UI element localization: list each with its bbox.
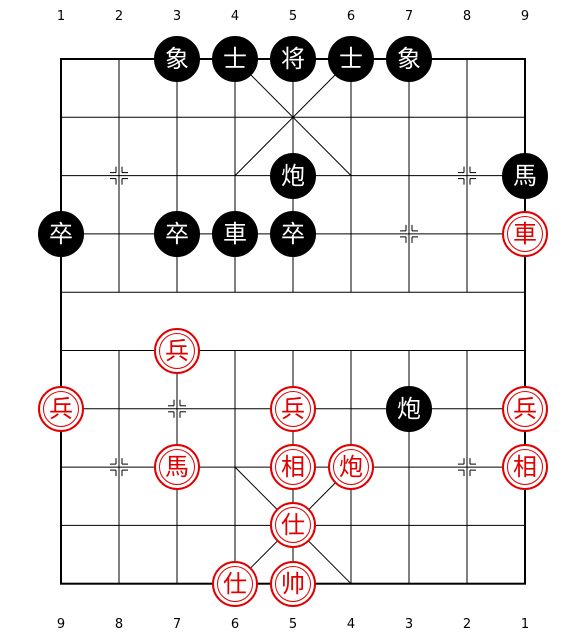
black-piece[interactable]: 象 — [154, 36, 200, 82]
piece-char: 将 — [281, 45, 305, 73]
piece-char: 卒 — [49, 219, 73, 248]
top-file-label-7: 7 — [404, 9, 414, 24]
piece-char: 士 — [339, 45, 363, 73]
piece-char: 相 — [281, 453, 305, 482]
top-file-label-9: 9 — [520, 9, 530, 24]
black-piece[interactable]: 卒 — [154, 210, 200, 257]
red-piece[interactable]: 兵 — [270, 385, 316, 432]
bottom-file-label-3: 3 — [404, 617, 414, 632]
piece-char: 兵 — [165, 336, 189, 365]
piece-char: 兵 — [49, 394, 73, 423]
black-piece[interactable]: 士 — [328, 36, 374, 82]
piece-char: 仕 — [281, 511, 305, 540]
black-piece[interactable]: 車 — [212, 210, 258, 257]
piece-char: 卒 — [281, 219, 305, 248]
top-file-label-6: 6 — [346, 9, 356, 24]
piece-char: 車 — [223, 219, 247, 248]
red-piece[interactable]: 炮 — [328, 444, 374, 491]
red-piece[interactable]: 兵 — [154, 327, 200, 374]
bottom-file-label-8: 8 — [114, 617, 124, 632]
black-piece[interactable]: 炮 — [386, 385, 432, 432]
piece-char: 兵 — [281, 394, 305, 423]
top-file-label-3: 3 — [172, 9, 182, 24]
red-piece[interactable]: 車 — [502, 210, 548, 257]
bottom-file-label-6: 6 — [230, 617, 240, 632]
piece-char: 馬 — [165, 453, 189, 482]
piece-char: 象 — [165, 45, 189, 73]
red-piece[interactable]: 仕 — [270, 502, 316, 549]
black-piece[interactable]: 炮 — [270, 152, 316, 199]
black-piece[interactable]: 士 — [212, 36, 258, 82]
red-piece[interactable]: 馬 — [154, 444, 200, 491]
bottom-file-label-2: 2 — [462, 617, 472, 632]
black-piece[interactable]: 象 — [386, 36, 432, 82]
piece-char: 象 — [397, 45, 421, 73]
piece-char: 車 — [513, 219, 537, 248]
bottom-file-label-1: 1 — [520, 617, 530, 632]
bottom-file-label-7: 7 — [172, 617, 182, 632]
piece-char: 仕 — [223, 569, 247, 598]
bottom-file-label-5: 5 — [288, 617, 298, 632]
piece-char: 相 — [513, 453, 537, 482]
red-piece[interactable]: 兵 — [502, 385, 548, 432]
red-piece[interactable]: 帅 — [270, 560, 316, 607]
black-piece[interactable]: 卒 — [38, 210, 84, 257]
piece-char: 炮 — [281, 161, 305, 190]
black-piece[interactable]: 将 — [270, 36, 316, 82]
top-file-label-2: 2 — [114, 9, 124, 24]
palace-diagonal — [234, 58, 352, 176]
top-file-label-4: 4 — [230, 9, 240, 24]
top-file-label-8: 8 — [462, 9, 472, 24]
piece-char: 士 — [223, 45, 247, 73]
black-piece[interactable]: 馬 — [502, 152, 548, 199]
piece-char: 炮 — [339, 453, 363, 482]
bottom-file-label-4: 4 — [346, 617, 356, 632]
piece-char: 炮 — [397, 394, 421, 423]
red-piece[interactable]: 相 — [502, 444, 548, 491]
piece-char: 卒 — [165, 219, 189, 248]
red-piece[interactable]: 仕 — [212, 560, 258, 607]
black-piece[interactable]: 卒 — [270, 210, 316, 257]
red-piece[interactable]: 相 — [270, 444, 316, 491]
bottom-file-label-9: 9 — [56, 617, 66, 632]
top-file-label-1: 1 — [56, 9, 66, 24]
top-file-label-5: 5 — [288, 9, 298, 24]
red-piece[interactable]: 兵 — [38, 385, 84, 432]
piece-char: 兵 — [513, 394, 537, 423]
piece-char: 帅 — [281, 569, 305, 598]
piece-char: 馬 — [513, 161, 537, 190]
